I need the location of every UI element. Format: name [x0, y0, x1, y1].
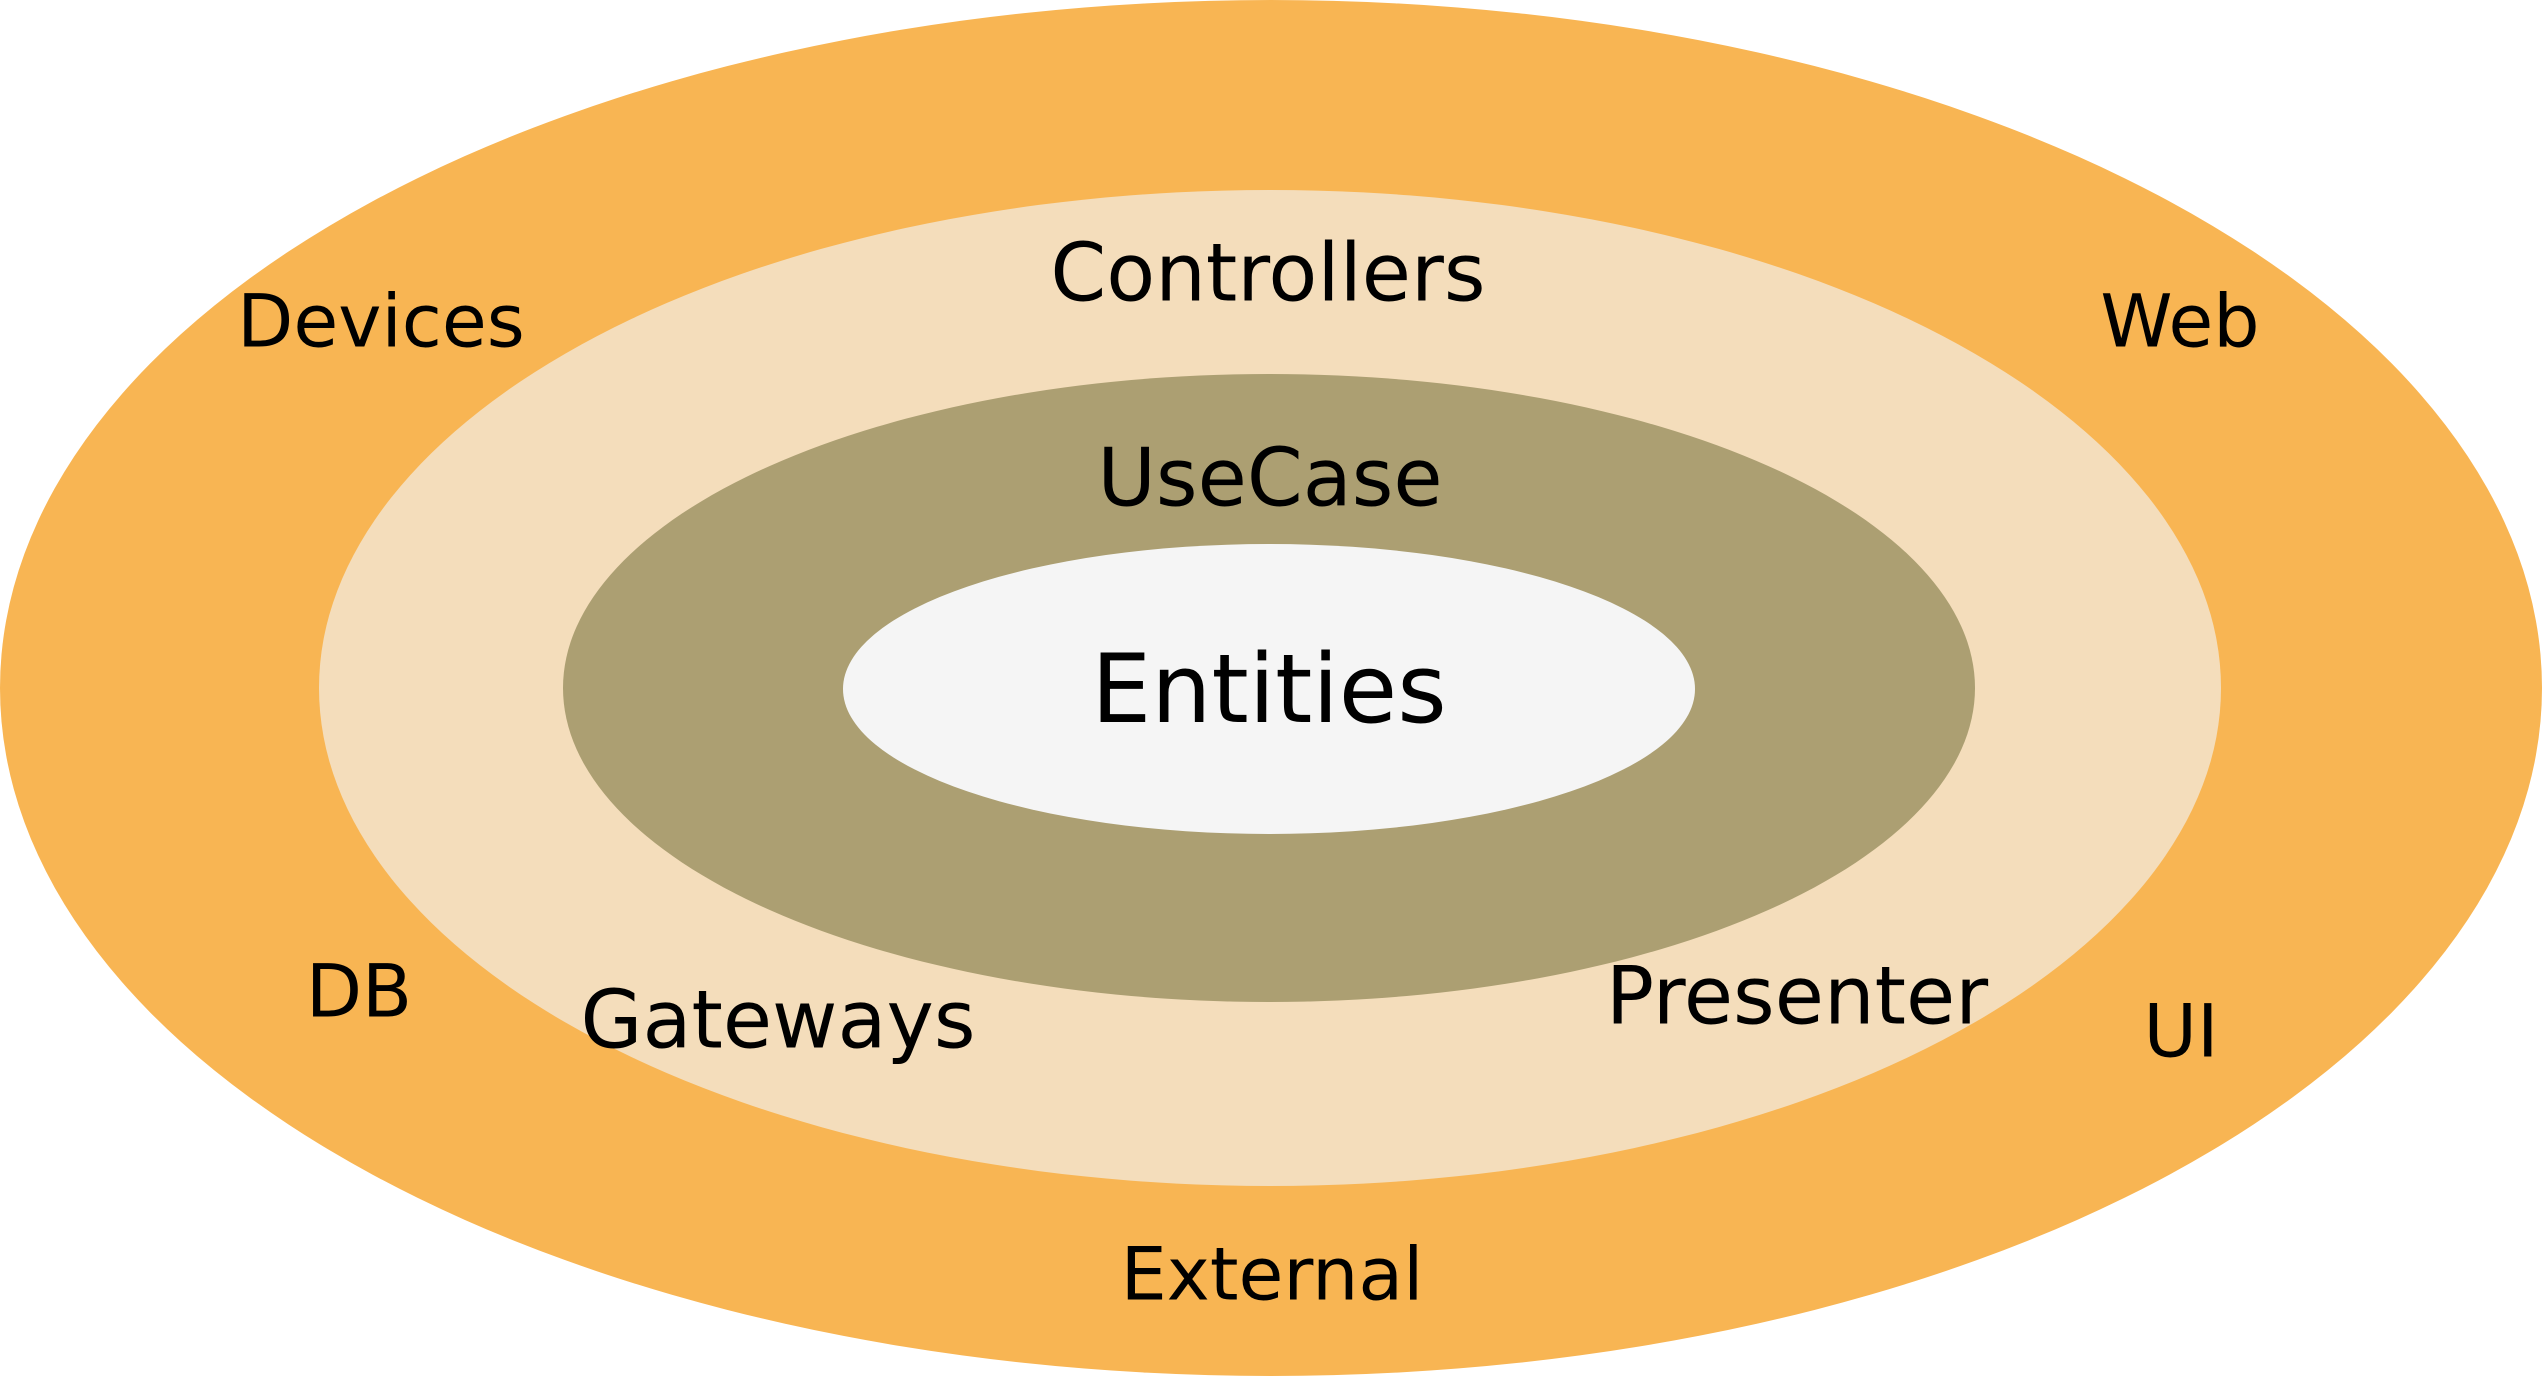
label-controllers: Controllers: [1050, 227, 1485, 320]
label-entities: Entities: [1091, 635, 1446, 745]
label-devices: Devices: [237, 280, 525, 365]
label-db: DB: [306, 950, 412, 1035]
label-presenter: Presenter: [1606, 950, 1988, 1043]
core-ring: [843, 544, 1695, 834]
label-ui: UI: [2144, 990, 2219, 1075]
label-external: External: [1121, 1233, 1424, 1318]
label-web: Web: [2100, 280, 2259, 365]
label-usecase: UseCase: [1097, 432, 1442, 525]
label-gateways: Gateways: [580, 974, 975, 1067]
